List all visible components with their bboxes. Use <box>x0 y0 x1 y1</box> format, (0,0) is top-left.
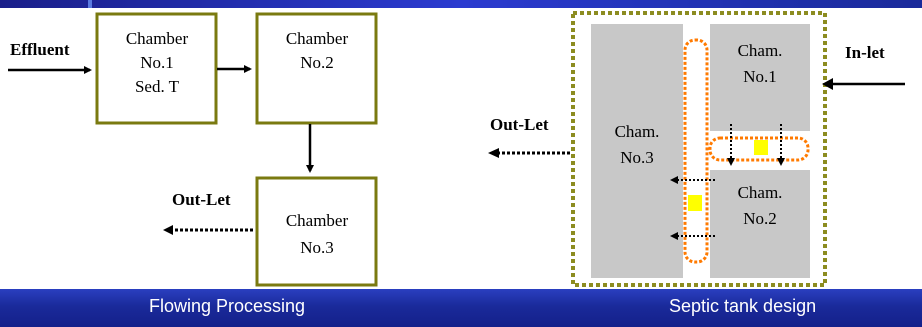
cham1-line1: Cham. <box>738 41 783 60</box>
chamber2-line2: No.2 <box>300 53 334 72</box>
yellow-marker-top <box>754 140 768 155</box>
top-banner <box>0 0 922 8</box>
tank-outlet-label: Out-Let <box>490 115 549 134</box>
left-arrow-upper-head <box>670 176 678 184</box>
cham2-block <box>710 170 810 278</box>
tank-design: Cham. No.1 Cham. No.3 Cham. No.2 In-let … <box>488 11 905 287</box>
inlet-arrowhead <box>822 78 833 90</box>
cham3-line1: Cham. <box>615 122 660 141</box>
chamber3-line1: Chamber <box>286 211 349 230</box>
caption-septic-tank-design: Septic tank design <box>669 296 817 316</box>
diagram-canvas: Chamber No.1 Sed. T Chamber No.2 Chamber… <box>8 11 905 287</box>
horizontal-flow-path <box>708 136 810 162</box>
flow-diagram: Chamber No.1 Sed. T Chamber No.2 Chamber… <box>8 12 378 287</box>
tank-outer-frame <box>571 11 827 287</box>
top-banner-accent <box>88 0 92 8</box>
effluent-label: Effluent <box>10 40 70 59</box>
chamber3-line2: No.3 <box>300 238 334 257</box>
footer-bar <box>0 289 922 327</box>
cham3-block <box>591 24 683 278</box>
cham3-line2: No.3 <box>620 148 654 167</box>
chamber1-line3: Sed. T <box>135 77 180 96</box>
down-arrow-left-head <box>727 158 735 166</box>
vertical-flow-path <box>683 38 709 264</box>
cham2-line2: No.2 <box>743 209 777 228</box>
cham1-block <box>710 24 810 131</box>
chamber1-line2: No.1 <box>140 53 174 72</box>
inlet-label: In-let <box>845 43 885 62</box>
flow-outlet-arrowhead <box>163 225 173 235</box>
down-arrow-right-head <box>777 158 785 166</box>
chamber1-box <box>95 12 218 125</box>
flow-outlet-label: Out-Let <box>172 190 231 209</box>
yellow-marker-bottom <box>688 195 702 211</box>
chamber2-line1: Chamber <box>286 29 349 48</box>
chamber3-box <box>255 176 378 287</box>
tank-outlet-arrowhead <box>488 148 499 158</box>
chamber1-line1: Chamber <box>126 29 189 48</box>
left-arrow-lower-head <box>670 232 678 240</box>
cham2-line1: Cham. <box>738 183 783 202</box>
chamber2-box <box>255 12 378 125</box>
caption-flowing-processing: Flowing Processing <box>149 296 306 316</box>
cham1-line2: No.1 <box>743 67 777 86</box>
